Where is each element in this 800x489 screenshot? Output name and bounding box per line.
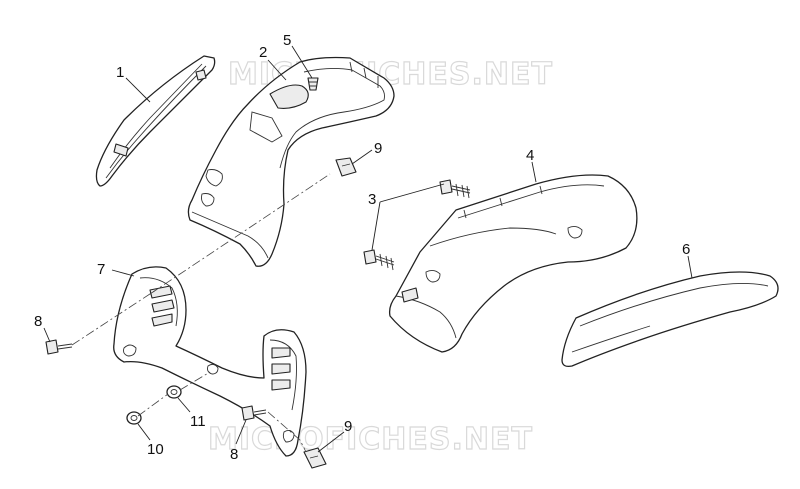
callout-8-left: 8 bbox=[34, 313, 42, 330]
part-9-clip-nut-upper bbox=[335, 157, 357, 177]
part-2-inner-shield bbox=[187, 56, 395, 267]
part-7-lower-frame bbox=[113, 266, 307, 457]
part-4-side-panel bbox=[388, 174, 638, 353]
callout-10: 10 bbox=[147, 441, 164, 458]
callout-7: 7 bbox=[97, 261, 105, 278]
part-3-screw-upper bbox=[439, 179, 471, 199]
callout-3: 3 bbox=[368, 191, 376, 208]
part-1-trim-strip bbox=[95, 55, 216, 187]
callout-9-upper: 9 bbox=[374, 140, 382, 157]
part-10-grommet bbox=[126, 411, 142, 425]
callout-8-bottom: 8 bbox=[230, 446, 238, 463]
callout-1: 1 bbox=[116, 64, 124, 81]
leader-lines bbox=[43, 45, 693, 453]
assembly-lines bbox=[71, 173, 331, 453]
part-5-screw bbox=[307, 77, 319, 91]
part-8-screw-bottom bbox=[241, 405, 267, 421]
callout-2: 2 bbox=[259, 44, 267, 61]
part-8-screw-left bbox=[45, 339, 73, 355]
callout-11: 11 bbox=[190, 413, 206, 430]
callout-6: 6 bbox=[682, 241, 690, 258]
part-3-screw-lower bbox=[363, 249, 395, 271]
part-9-clip-nut-lower bbox=[303, 447, 327, 469]
callout-9-lower: 9 bbox=[344, 418, 352, 435]
part-6-trim-strip bbox=[561, 271, 779, 368]
callout-4: 4 bbox=[526, 147, 534, 164]
watermark-bottom: MICROFICHES.NET bbox=[208, 422, 533, 457]
callout-5: 5 bbox=[283, 32, 291, 49]
part-11-washer bbox=[166, 385, 182, 399]
